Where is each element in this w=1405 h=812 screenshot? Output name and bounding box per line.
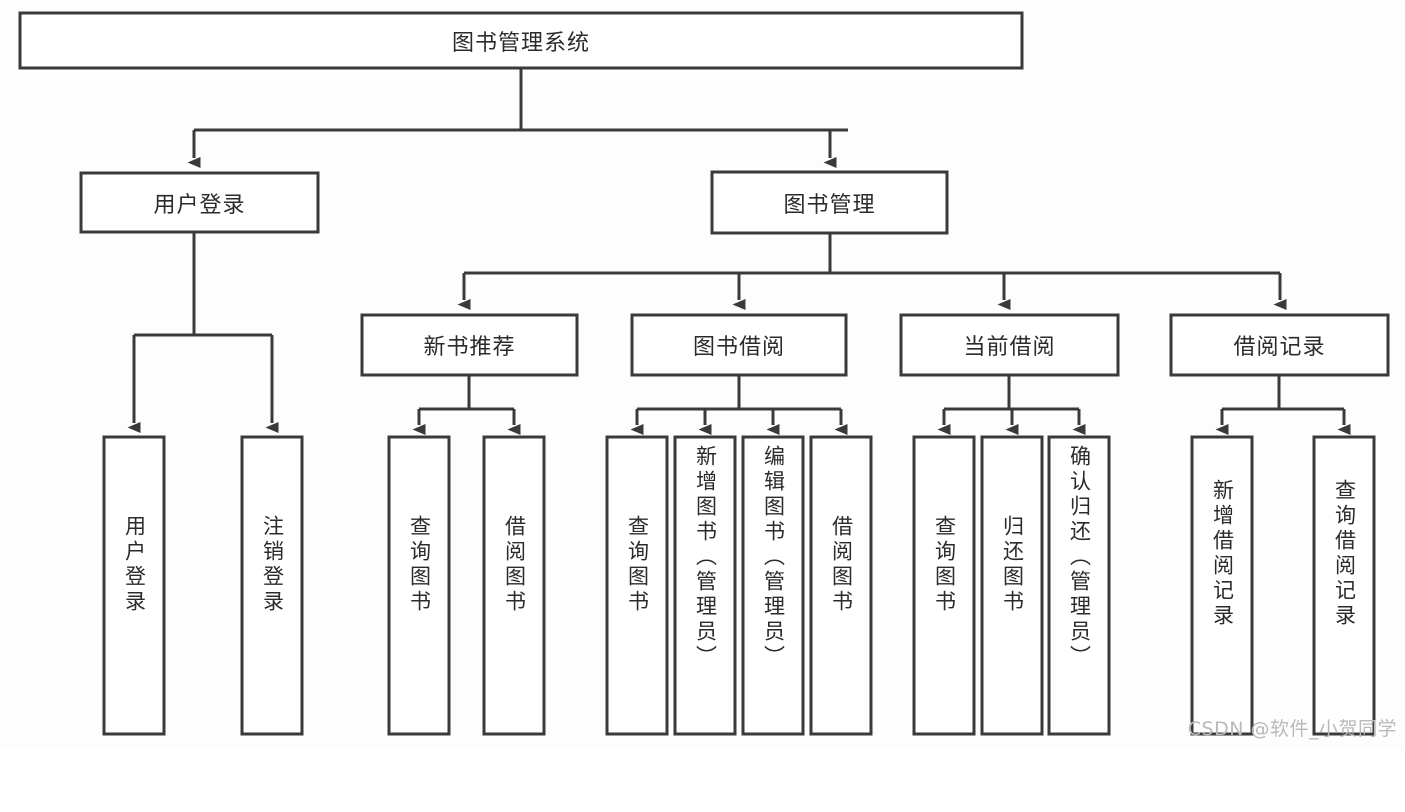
function-structure-diagram: 图书管理系统 用户登录 图书管理 新书推荐 图书借阅 当前借阅 借阅记录 用户登…: [18, 11, 1397, 740]
connector-book-management-to-level2: [457, 233, 1287, 310]
node-current-borrow[interactable]: [899, 313, 1120, 377]
node-leaf-add-book[interactable]: [673, 435, 737, 736]
node-leaf-query-book-2[interactable]: [605, 435, 669, 736]
node-leaf-edit-book[interactable]: [741, 435, 805, 736]
node-book-management[interactable]: [710, 170, 949, 235]
node-new-book-recommend[interactable]: [360, 313, 579, 377]
node-leaf-return-book[interactable]: [980, 435, 1044, 736]
connector-current-borrow-to-leaves: [937, 375, 1086, 435]
node-user-login[interactable]: [79, 171, 320, 234]
node-leaf-user-login[interactable]: [102, 435, 166, 736]
node-leaf-query-book-3[interactable]: [912, 435, 976, 736]
diagram-canvas: [18, 11, 1390, 736]
node-root[interactable]: [18, 11, 1024, 70]
node-leaf-borrow-book-2[interactable]: [809, 435, 873, 736]
node-borrow-record[interactable]: [1169, 313, 1390, 377]
connector-user-login-to-leaves: [127, 232, 279, 433]
connector-root-to-level1: [187, 68, 848, 168]
node-leaf-confirm-return[interactable]: [1047, 435, 1111, 736]
node-leaf-query-record[interactable]: [1312, 435, 1376, 736]
node-leaf-borrow-book-1[interactable]: [482, 435, 546, 736]
node-leaf-add-record[interactable]: [1190, 435, 1254, 736]
node-leaf-query-book-1[interactable]: [387, 435, 451, 736]
connector-new-book-recommend-to-leaves: [412, 375, 521, 435]
csdn-watermark: CSDN @软件_小贺同学: [1187, 718, 1397, 740]
connector-borrow-record-to-leaves: [1215, 375, 1351, 435]
node-leaf-user-logout[interactable]: [240, 435, 304, 736]
connector-book-borrow-to-leaves: [630, 375, 848, 435]
node-book-borrow[interactable]: [630, 313, 848, 377]
